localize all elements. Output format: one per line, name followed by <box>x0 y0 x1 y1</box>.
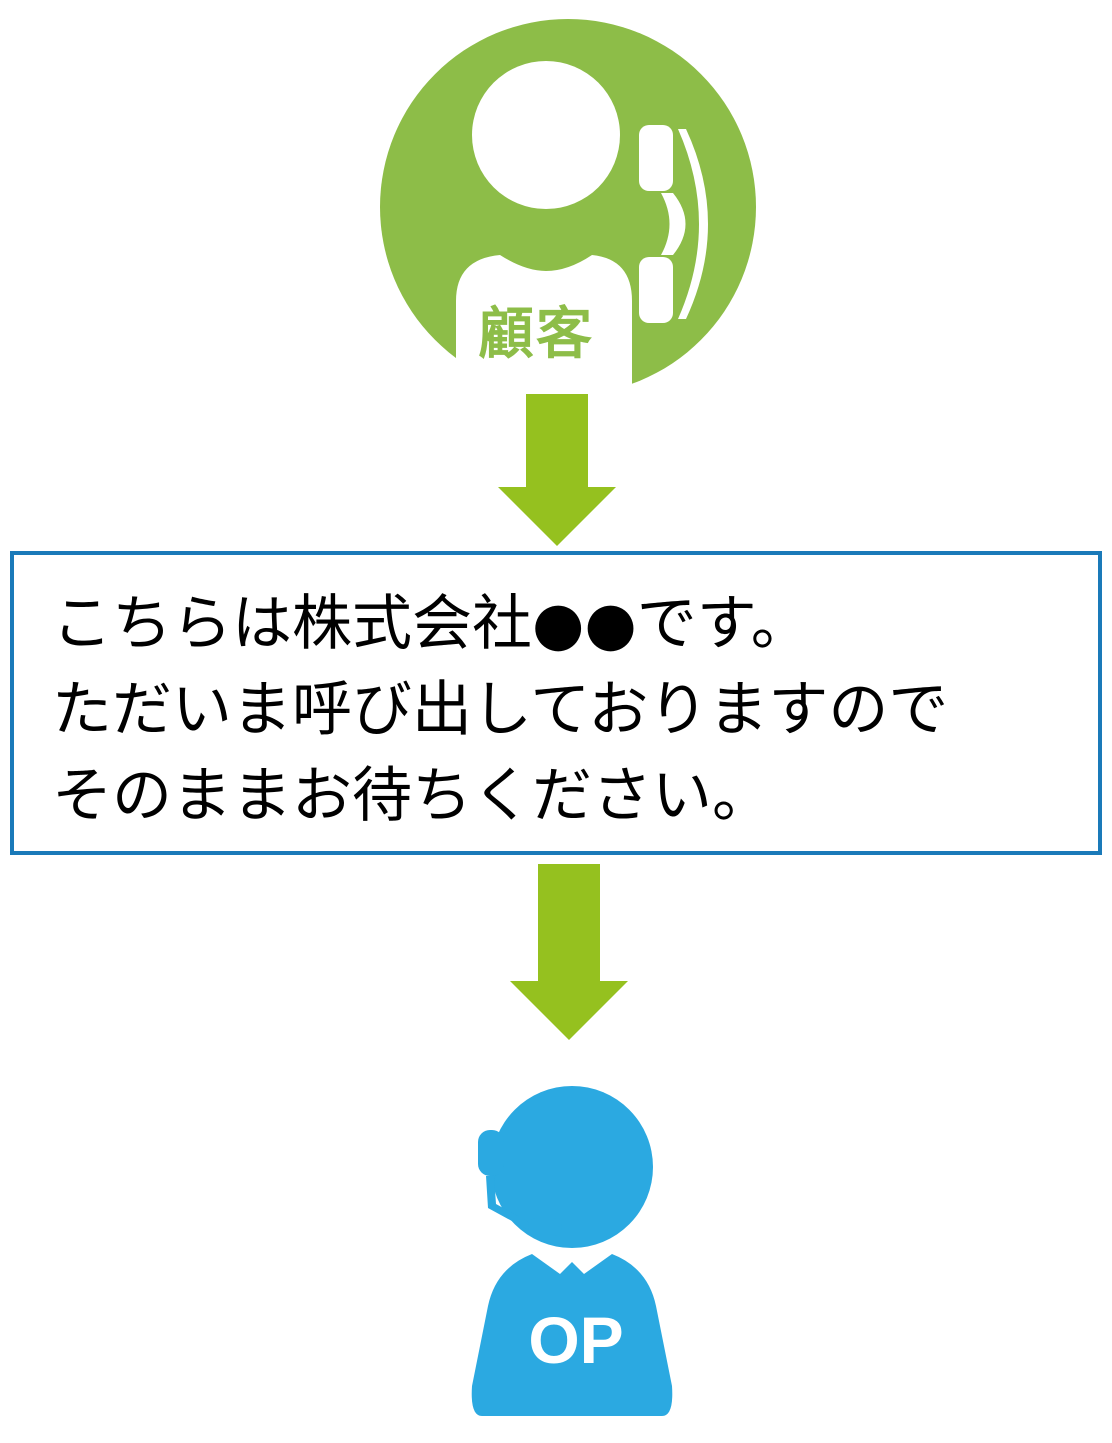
customer-label: 顧客 <box>478 302 594 367</box>
customer-body <box>456 255 632 395</box>
message-line-1: こちらは株式会社●●です。 <box>52 589 811 659</box>
operator-label: OP <box>528 1303 624 1377</box>
announcement-message-box: こちらは株式会社●●です。 ただいま呼び出しておりますので そのままお待ちくださ… <box>10 551 1102 855</box>
customer-head <box>472 61 620 209</box>
message-line-2: ただいま呼び出しておりますので <box>52 675 949 745</box>
headset-icon <box>478 1130 562 1236</box>
customer-icon <box>380 19 756 395</box>
message-line-3: そのままお待ちください。 <box>52 761 772 831</box>
operator-icon <box>471 1086 673 1416</box>
operator-body <box>471 1254 673 1416</box>
operator-head <box>491 1086 653 1248</box>
arrow-down-1-shape <box>498 394 616 546</box>
arrow-down-1 <box>498 394 616 546</box>
arrow-down-2 <box>510 864 628 1040</box>
phone-handset-icon <box>639 125 708 323</box>
arrow-down-2-shape <box>510 864 628 1040</box>
